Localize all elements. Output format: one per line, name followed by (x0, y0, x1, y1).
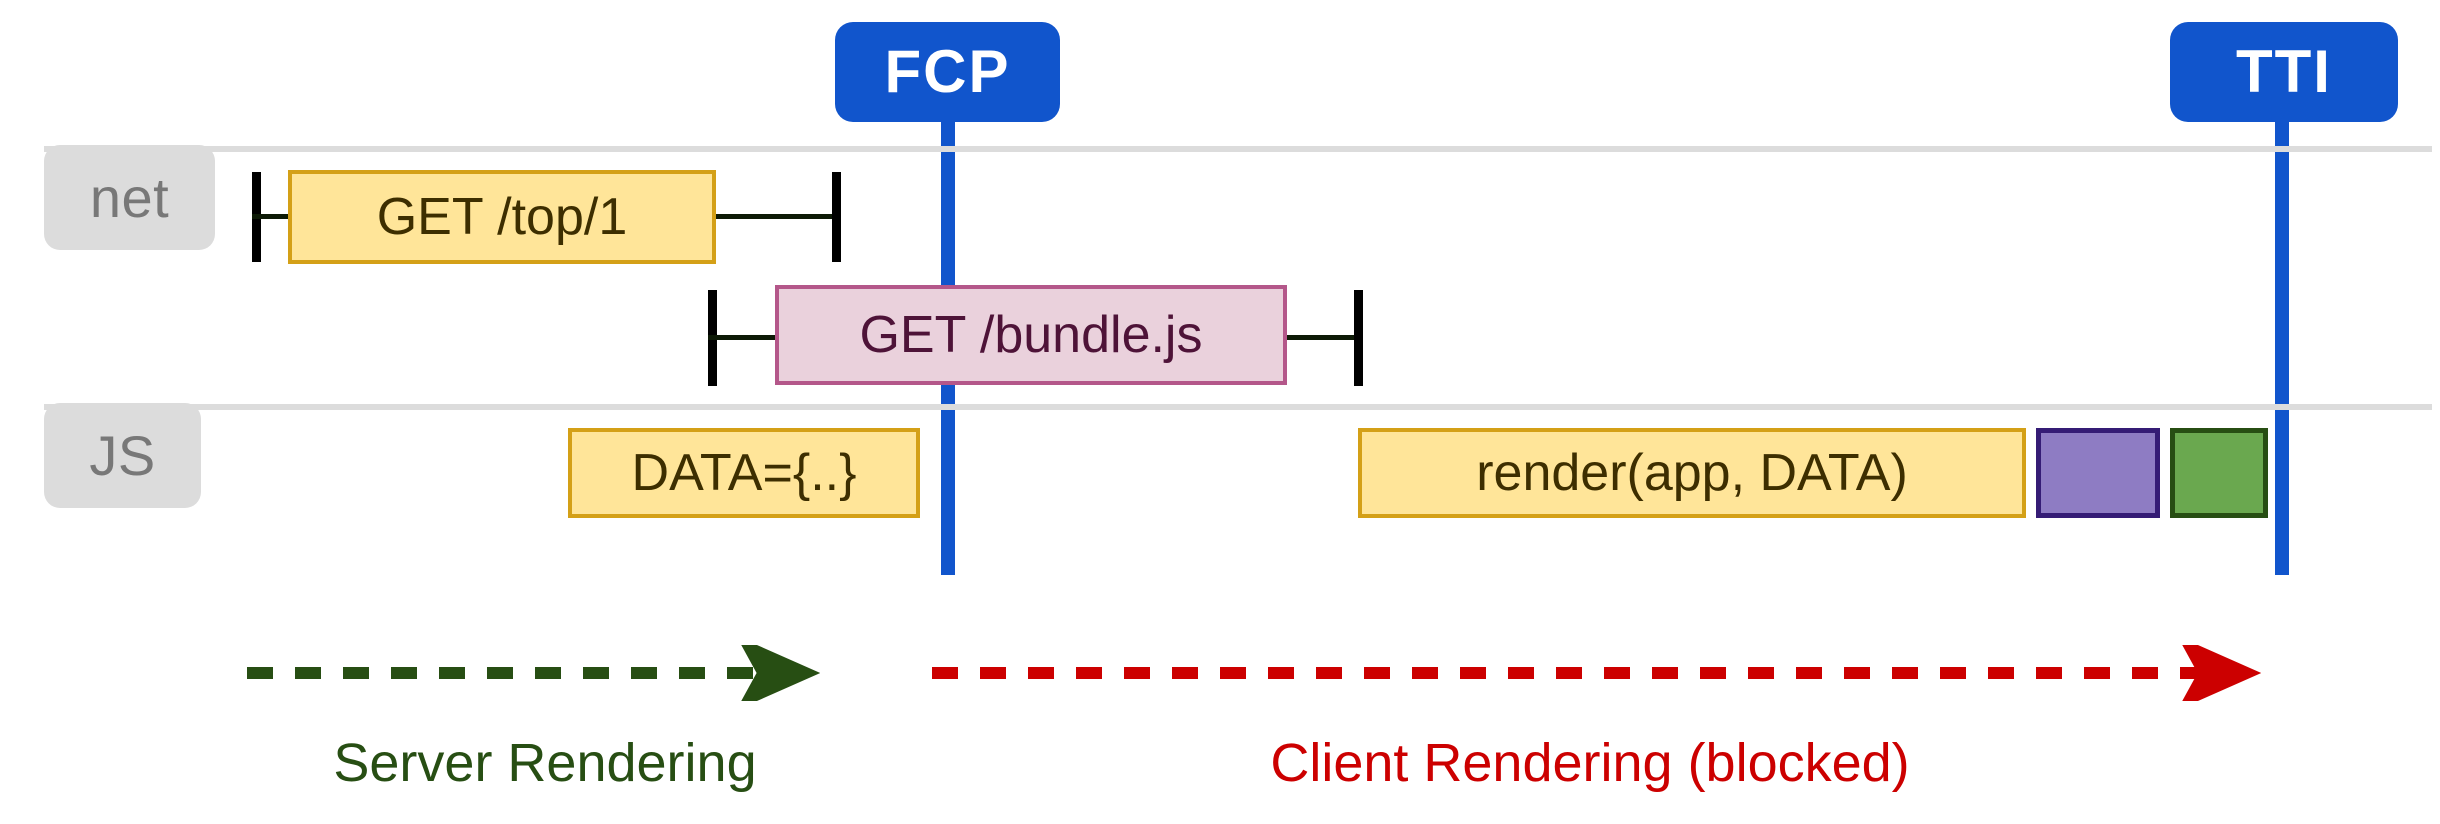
js-lane-separator (44, 404, 2432, 410)
milestone-badge-tti[interactable]: TTI (2170, 22, 2398, 122)
js-task-render-call[interactable]: render(app, DATA) (1358, 428, 2026, 518)
lane-label-js: JS (44, 403, 201, 508)
net-lane-separator (44, 146, 2432, 152)
server-rendering-arrow (247, 645, 821, 701)
js-task-green-block[interactable] (2170, 428, 2268, 518)
net-task-get-bundle[interactable]: GET /bundle.js (775, 285, 1287, 385)
lane-label-net: net (44, 145, 215, 250)
get-top-end-line (712, 214, 840, 219)
js-task-data-assign[interactable]: DATA={..} (568, 428, 920, 518)
get-top-start-line (252, 214, 307, 219)
net-task-get-top[interactable]: GET /top/1 (288, 170, 716, 264)
tti-marker-line (2275, 100, 2289, 575)
get-bundle-end-line (1281, 335, 1361, 340)
js-task-purple-block[interactable] (2036, 428, 2160, 518)
get-top-end-cap (832, 172, 841, 262)
client-rendering-label: Client Rendering (blocked) (1270, 733, 1910, 793)
milestone-badge-fcp[interactable]: FCP (835, 22, 1060, 122)
client-rendering-arrow (932, 645, 2262, 701)
get-bundle-end-cap (1354, 290, 1363, 386)
server-rendering-label: Server Rendering (333, 733, 757, 793)
get-bundle-start-line (708, 335, 780, 340)
